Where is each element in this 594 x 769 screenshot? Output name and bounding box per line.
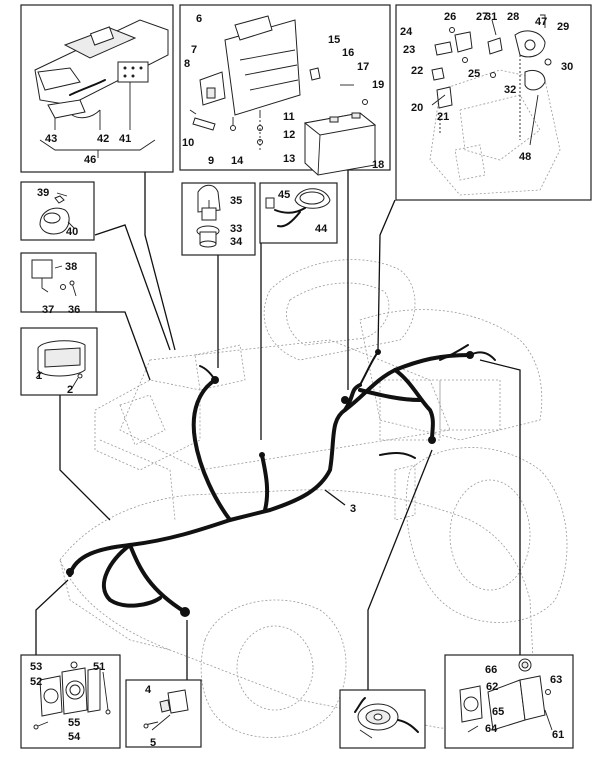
label-16: 16	[342, 47, 354, 59]
label-29: 29	[557, 21, 569, 33]
label-54: 54	[68, 731, 81, 743]
label-46: 46	[84, 154, 96, 166]
label-61: 61	[552, 729, 564, 741]
label-32: 32	[504, 84, 516, 96]
label-3: 3	[350, 503, 356, 515]
label-24: 24	[400, 26, 413, 38]
label-41: 41	[119, 133, 131, 145]
label-43: 43	[45, 133, 57, 145]
label-12: 12	[283, 129, 295, 141]
label-44: 44	[315, 223, 328, 235]
label-4: 4	[145, 684, 152, 696]
tractor-outline	[59, 259, 568, 738]
label-1: 1	[36, 370, 42, 382]
label-11: 11	[283, 111, 295, 123]
label-52: 52	[30, 676, 42, 688]
label-14: 14	[231, 155, 244, 167]
label-27: 27	[476, 11, 488, 23]
callout-box-relay-36-38	[20, 252, 97, 313]
label-10: 10	[182, 137, 194, 149]
label-33: 33	[230, 223, 242, 235]
label-22: 22	[411, 65, 423, 77]
callout-box-socket-51-55	[20, 654, 121, 749]
callout-box-connector-4-5	[125, 679, 202, 748]
label-28: 28	[507, 11, 519, 23]
label-25: 25	[468, 68, 480, 80]
label-51: 51	[93, 661, 105, 673]
label-26: 26	[444, 11, 456, 23]
label-40: 40	[66, 226, 78, 238]
callout-box-cap-39-40	[20, 181, 95, 241]
label-5: 5	[150, 737, 156, 749]
part-number-labels: 6 7 8 15 16 17 19 11 12 10 14 9 13 18 26…	[30, 11, 573, 749]
label-36: 36	[68, 304, 80, 316]
label-53: 53	[30, 661, 42, 673]
callout-box-battery-tray	[179, 4, 391, 176]
label-42: 42	[97, 133, 109, 145]
label-39: 39	[37, 187, 49, 199]
label-7: 7	[191, 44, 197, 56]
label-65: 65	[492, 706, 504, 718]
callout-box-engine-components	[395, 4, 592, 201]
label-6: 6	[196, 13, 202, 25]
label-15: 15	[328, 34, 340, 46]
label-34: 34	[230, 236, 243, 248]
callout-box-horn-44-45	[259, 182, 338, 244]
leader-lines	[35, 170, 521, 690]
label-63: 63	[550, 674, 562, 686]
label-8: 8	[184, 58, 190, 70]
label-17: 17	[357, 61, 369, 73]
label-30: 30	[561, 61, 573, 73]
label-2: 2	[67, 384, 73, 396]
label-13: 13	[283, 153, 295, 165]
label-62: 62	[486, 681, 498, 693]
label-31: 31	[485, 11, 497, 23]
callout-box-switch-33-35	[181, 182, 256, 256]
label-64: 64	[485, 723, 498, 735]
label-18: 18	[372, 159, 384, 171]
label-9: 9	[208, 155, 214, 167]
label-55: 55	[68, 717, 80, 729]
label-21: 21	[437, 111, 449, 123]
label-20: 20	[411, 102, 423, 114]
callout-box-bracket-61-66	[444, 654, 574, 749]
label-66: 66	[485, 664, 497, 676]
callout-box-headlight-1-2	[20, 327, 98, 396]
callout-box-dashboard-panel	[20, 4, 174, 173]
callout-box-pto-clutch	[339, 689, 426, 749]
label-19: 19	[372, 79, 384, 91]
label-37: 37	[42, 304, 54, 316]
label-48: 48	[519, 151, 531, 163]
main-wiring-harness	[66, 344, 496, 617]
label-38: 38	[65, 261, 77, 273]
label-47: 47	[535, 16, 547, 28]
label-45: 45	[278, 189, 290, 201]
label-23: 23	[403, 44, 415, 56]
label-35: 35	[230, 195, 242, 207]
